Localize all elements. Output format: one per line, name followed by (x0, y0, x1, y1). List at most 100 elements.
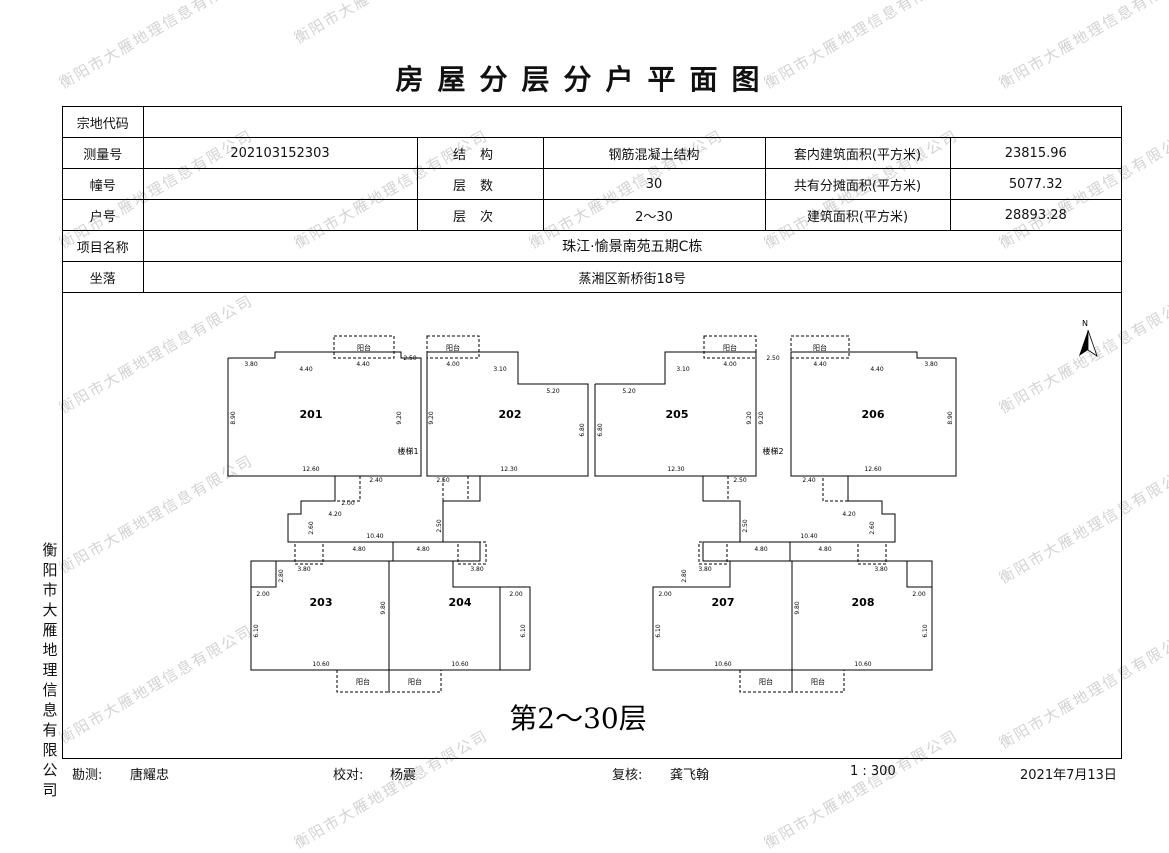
dim-label: 2.00 (912, 591, 926, 598)
dim-label: 10.40 (800, 533, 817, 540)
dim-label: 12.30 (667, 466, 684, 473)
survey-no-label: 测量号 (63, 137, 144, 169)
dim-label: 5.20 (622, 388, 636, 395)
dim-label: 4.20 (842, 511, 856, 518)
project-value: 珠江·愉景南苑五期C栋 (142, 230, 1121, 262)
dim-label: 10.60 (854, 661, 871, 668)
balcony-202 (426, 335, 480, 359)
dim-label: 6.10 (922, 624, 929, 638)
reviewer-label: 复核: (612, 768, 643, 783)
dim-label: 2.80 (681, 569, 688, 583)
dim-label: 10.60 (714, 661, 731, 668)
unit-label: 206 (862, 408, 885, 421)
building-label: 幢号 (63, 168, 144, 200)
dim-label: 2.80 (278, 569, 285, 583)
dim-label: 6.80 (597, 423, 604, 437)
reviewer-name: 龚飞翰 (670, 768, 710, 783)
dim-label: 10.60 (451, 661, 468, 668)
unit-201-outline (227, 351, 422, 477)
checker-name: 杨震 (390, 768, 417, 783)
dim-label: 12.30 (500, 466, 517, 473)
balcony-204 (388, 669, 442, 693)
page-title: 房屋分层分户平面图 (395, 63, 774, 96)
building-area-value: 28893.28 (949, 199, 1121, 231)
unit-204-outline (389, 560, 501, 671)
balcony-label: 阳台 (408, 677, 422, 686)
dim-label: 9.80 (794, 601, 801, 615)
floor-range-value: 2～30 (542, 199, 766, 231)
dim-label: 4.20 (328, 511, 342, 518)
corridor-left2-outline (393, 476, 500, 588)
zongdi-value (142, 107, 1121, 138)
dim-label: 8.90 (230, 411, 237, 425)
dim-label: 2.60 (308, 521, 315, 535)
dim-label: 12.60 (864, 466, 881, 473)
building-area-label: 建筑面积(平方米) (764, 199, 951, 231)
floor-range-label-text: 层次 (452, 209, 507, 225)
unit-label: 205 (666, 408, 689, 421)
unit-label: 207 (712, 596, 735, 609)
unit-value (142, 199, 418, 231)
unit-202-outline (426, 351, 589, 477)
dim-label: 10.60 (312, 661, 329, 668)
dim-label: 10.40 (366, 533, 383, 540)
dim-label: 6.10 (655, 624, 662, 638)
floor-plan: 201 202 205 206 203 204 207 208 楼梯1 楼梯2 … (227, 319, 1098, 735)
unit-label: 201 (300, 408, 323, 421)
north-label: N (1082, 319, 1088, 328)
dim-label: 3.80 (244, 361, 258, 368)
dim-label: 2.50 (436, 477, 450, 484)
dim-label: 3.10 (493, 366, 507, 373)
scale-text: 1 : 300 (850, 764, 896, 779)
unit-208-outline (792, 560, 933, 671)
structure-label-text: 结构 (452, 147, 507, 163)
stair-label: 楼梯1 (397, 446, 418, 456)
dim-label: 3.10 (676, 366, 690, 373)
unit-203-outline (250, 561, 390, 671)
unit-label: 203 (310, 596, 333, 609)
location-value: 蒸湘区新桥街18号 (142, 261, 1121, 293)
dim-label: 4.00 (723, 361, 737, 368)
dim-label: 4.80 (818, 546, 832, 553)
dim-label: 2.50 (742, 519, 749, 533)
dim-label: 4.80 (352, 546, 366, 553)
corridor-left-outline (250, 476, 394, 588)
balcony-201 (333, 335, 395, 359)
unit-label: 202 (499, 408, 522, 421)
floor-range-label: 层次 (416, 199, 544, 231)
dim-label: 12.60 (302, 466, 319, 473)
floors-value: 30 (542, 168, 766, 200)
dim-label: 6.80 (579, 423, 586, 437)
dim-label: 8.90 (947, 411, 954, 425)
dim-label: 9.20 (758, 411, 765, 425)
balcony-label: 阳台 (811, 677, 825, 686)
dim-label: 3.80 (924, 361, 938, 368)
dim-label: 2.50 (403, 355, 417, 362)
date-text: 2021年7月13日 (1020, 768, 1117, 783)
dim-label: 9.80 (380, 601, 387, 615)
dim-label: 4.40 (813, 361, 827, 368)
balcony-label: 阳台 (759, 677, 773, 686)
info-table: 宗地代码 测量号 202103152303 结构 钢筋混凝土结构 套内建筑面积(… (63, 107, 1121, 293)
north-arrow-icon: N (1079, 319, 1098, 357)
floors-label-text: 层数 (452, 178, 507, 194)
balcony-label: 阳台 (446, 343, 460, 352)
dim-label: 3.80 (297, 566, 311, 573)
project-label: 项目名称 (63, 230, 144, 262)
dim-label: 5.20 (546, 388, 560, 395)
dim-label: 4.40 (356, 361, 370, 368)
shared-area-value: 5077.32 (949, 168, 1121, 200)
shared-area-label: 共有分摊面积(平方米) (764, 168, 951, 200)
dim-label: 3.80 (698, 566, 712, 573)
location-label: 坐落 (63, 261, 144, 293)
unit-207-outline (652, 560, 793, 671)
dim-label: 4.80 (416, 546, 430, 553)
dim-label: 4.40 (870, 366, 884, 373)
balcony-205 (703, 335, 757, 359)
unit-label: 204 (449, 596, 472, 609)
dim-label: 9.20 (746, 411, 753, 425)
balcony-label: 阳台 (356, 677, 370, 686)
surveyor-label: 勘测: (72, 768, 103, 783)
dim-label: 2.00 (509, 591, 523, 598)
balcony-label: 阳台 (357, 343, 371, 352)
